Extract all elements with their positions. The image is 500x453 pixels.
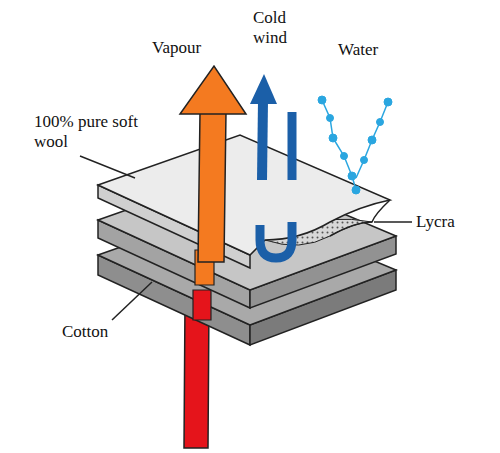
cold-wind-arrow <box>250 74 292 258</box>
leader-lines <box>80 156 412 320</box>
water-droplets <box>318 96 392 194</box>
water-label: Water <box>338 40 418 60</box>
wind-label: Cold wind <box>253 8 305 47</box>
vapour-arrow <box>198 112 226 262</box>
vapour-arrow-head <box>180 66 246 114</box>
wool-layer <box>98 135 390 268</box>
cotton-label: Cotton <box>62 322 152 342</box>
lycra-label: Lycra <box>416 212 486 232</box>
vapour-label: Vapour <box>152 38 242 58</box>
wool-label: 100% pure soft wool <box>34 112 152 151</box>
